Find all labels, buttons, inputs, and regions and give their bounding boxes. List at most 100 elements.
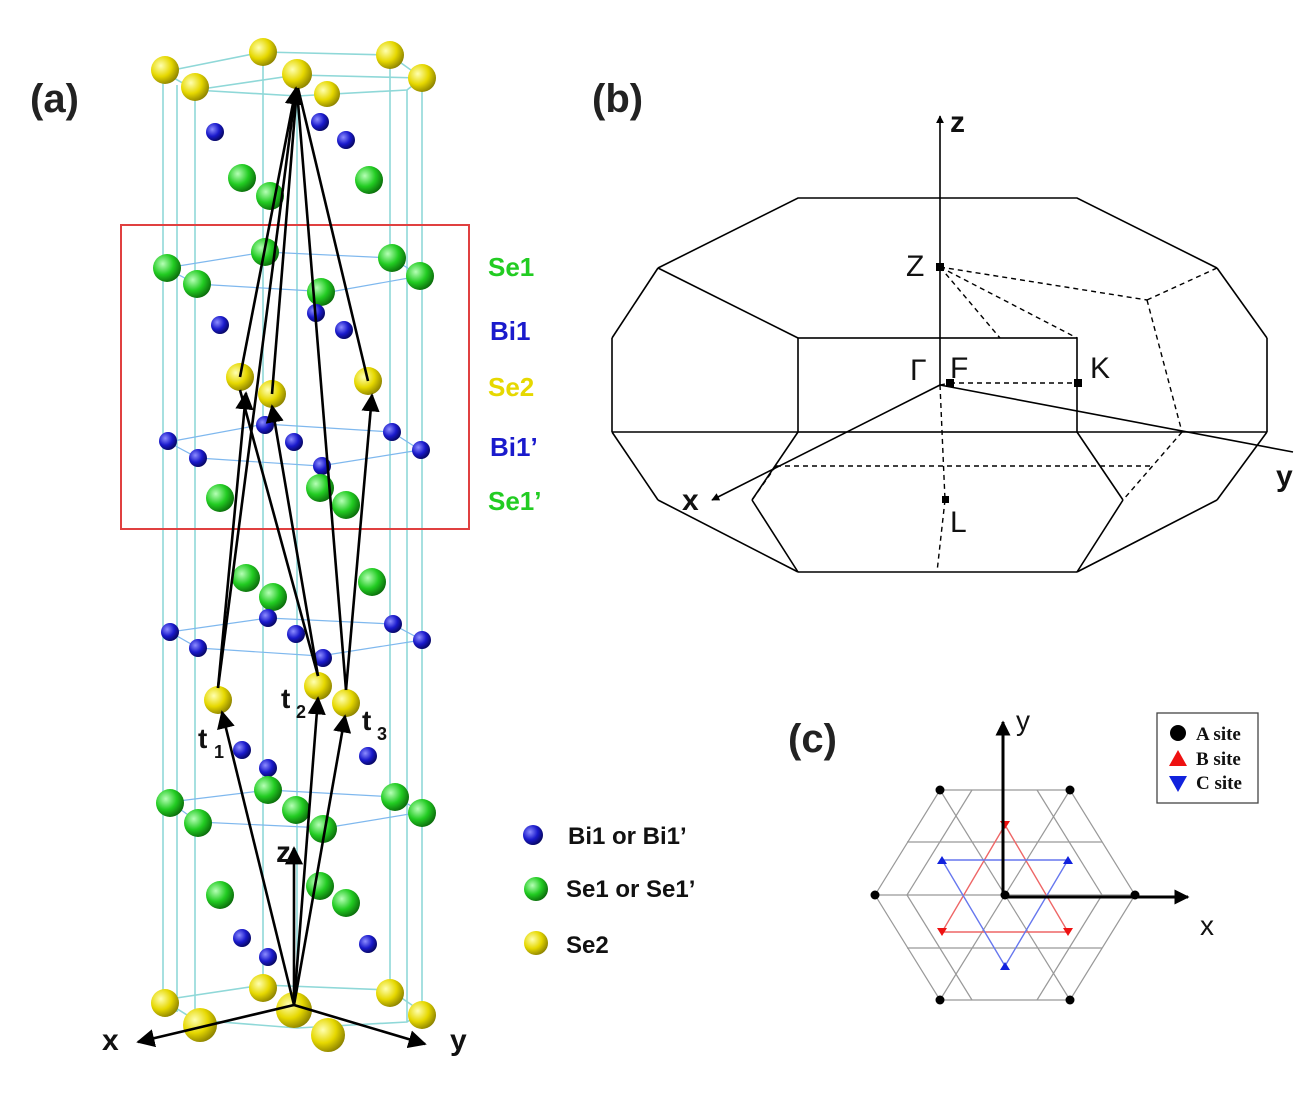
- se1-atom: [309, 815, 337, 843]
- bi-atom: [383, 423, 401, 441]
- t3-label: t: [362, 705, 371, 736]
- layer-label-bi1-prime: Bi1’: [490, 432, 538, 462]
- se1-atom: [332, 491, 360, 519]
- bi-atom: [211, 316, 229, 334]
- legend-b-text: B site: [1196, 749, 1241, 770]
- legend-c-marker: [1169, 776, 1187, 792]
- se1-atom: [259, 583, 287, 611]
- se1-atom: [332, 889, 360, 917]
- se1-atom: [206, 484, 234, 512]
- bi-atom: [259, 609, 277, 627]
- bi-atom: [256, 416, 274, 434]
- legend-bi-marker: [523, 825, 543, 845]
- se2-atom: [204, 686, 232, 714]
- bz-axes: [711, 115, 1294, 501]
- bi-atom: [259, 759, 277, 777]
- bi-atom: [189, 449, 207, 467]
- bi-atom: [161, 623, 179, 641]
- quintuple-layer-box: [120, 224, 470, 530]
- atom-legend: Bi1 or Bi1’ Se1 or Se1’ Se2: [523, 823, 695, 959]
- bz-label-f: F: [950, 352, 968, 385]
- a-z-axis-label: z: [276, 836, 291, 869]
- se2-atom: [408, 64, 436, 92]
- a-y-axis-label: y: [450, 1024, 467, 1057]
- layer-label-se1-prime: Se1’: [488, 486, 542, 516]
- panel-c: (c): [788, 705, 1259, 1005]
- legend-se1-text: Se1 or Se1’: [566, 876, 695, 903]
- se1-atom: [355, 166, 383, 194]
- vector-labels: t 1 t 2 t 3: [198, 683, 387, 762]
- se2-atom: [376, 41, 404, 69]
- legend-a-marker: [1170, 725, 1186, 741]
- legend-se2-text: Se2: [566, 932, 609, 959]
- bz-label-gamma: Γ: [910, 354, 927, 387]
- t2-subscript: 2: [296, 702, 306, 722]
- b-y-axis-label: y: [1276, 460, 1293, 493]
- bi-atom: [159, 432, 177, 450]
- se2-atom: [282, 59, 312, 89]
- bz-label-k: K: [1090, 352, 1110, 385]
- bi-atom: [233, 929, 251, 947]
- se2-atom: [311, 1018, 345, 1052]
- panel-a-label: (a): [30, 77, 79, 121]
- se2-atom: [249, 974, 277, 1002]
- layer-label-se2: Se2: [488, 372, 534, 402]
- bi-atom: [337, 131, 355, 149]
- se1-atom: [206, 881, 234, 909]
- layer-label-bi1: Bi1: [490, 316, 530, 346]
- legend-c-text: C site: [1196, 773, 1242, 794]
- bi-atom: [287, 625, 305, 643]
- b-z-axis-label: z: [950, 106, 965, 139]
- c-axes: [995, 720, 1190, 905]
- bz-label-l: L: [950, 506, 967, 539]
- bi-atom: [314, 649, 332, 667]
- layer-labels: Se1 Bi1 Se2 Bi1’ Se1’: [488, 252, 542, 516]
- c-site-triangle: [937, 856, 1073, 970]
- t1-label: t: [198, 723, 207, 754]
- brillouin-zone-hidden-edges: [751, 266, 1218, 573]
- se1-atom: [378, 244, 406, 272]
- bi-atom: [359, 747, 377, 765]
- se1-atom: [306, 474, 334, 502]
- legend-se1-marker: [524, 877, 548, 901]
- bi-atom: [206, 123, 224, 141]
- se2-atom: [151, 56, 179, 84]
- bi-atom: [413, 631, 431, 649]
- bz-point-f: [946, 379, 954, 387]
- se1-atom: [228, 164, 256, 192]
- bi-atom: [311, 113, 329, 131]
- c-y-axis-label: y: [1016, 705, 1030, 736]
- panel-a: (a): [30, 38, 695, 1057]
- se1-atom: [408, 799, 436, 827]
- se1-atom: [183, 270, 211, 298]
- bz-point-k: [1074, 379, 1082, 387]
- bz-point-l: [942, 496, 949, 503]
- se1-atom: [282, 796, 310, 824]
- se2-atom: [183, 1008, 217, 1042]
- bz-label-z: Z: [906, 250, 924, 283]
- se2-atom: [332, 689, 360, 717]
- bi-atom: [189, 639, 207, 657]
- se1-atom: [156, 789, 184, 817]
- se1-atom: [306, 872, 334, 900]
- c-x-axis-label: x: [1200, 910, 1214, 941]
- bz-point-z: [936, 263, 944, 271]
- se2-atom: [376, 979, 404, 1007]
- se2-atom: [408, 1001, 436, 1029]
- legend-a-text: A site: [1196, 724, 1241, 745]
- panel-b-label: (b): [592, 77, 643, 121]
- legend-se2-marker: [524, 931, 548, 955]
- se1-atom: [381, 783, 409, 811]
- se2-atom: [314, 81, 340, 107]
- se1-atom: [184, 809, 212, 837]
- se2-atom: [151, 989, 179, 1017]
- b-site-triangle: [937, 821, 1073, 936]
- legend-b-marker: [1169, 750, 1187, 766]
- se2-atom: [304, 672, 332, 700]
- site-legend: A site B site C site: [1156, 712, 1259, 804]
- se1-atom: [406, 262, 434, 290]
- se2-atom: [181, 73, 209, 101]
- se1-atom: [232, 564, 260, 592]
- t1-subscript: 1: [214, 742, 224, 762]
